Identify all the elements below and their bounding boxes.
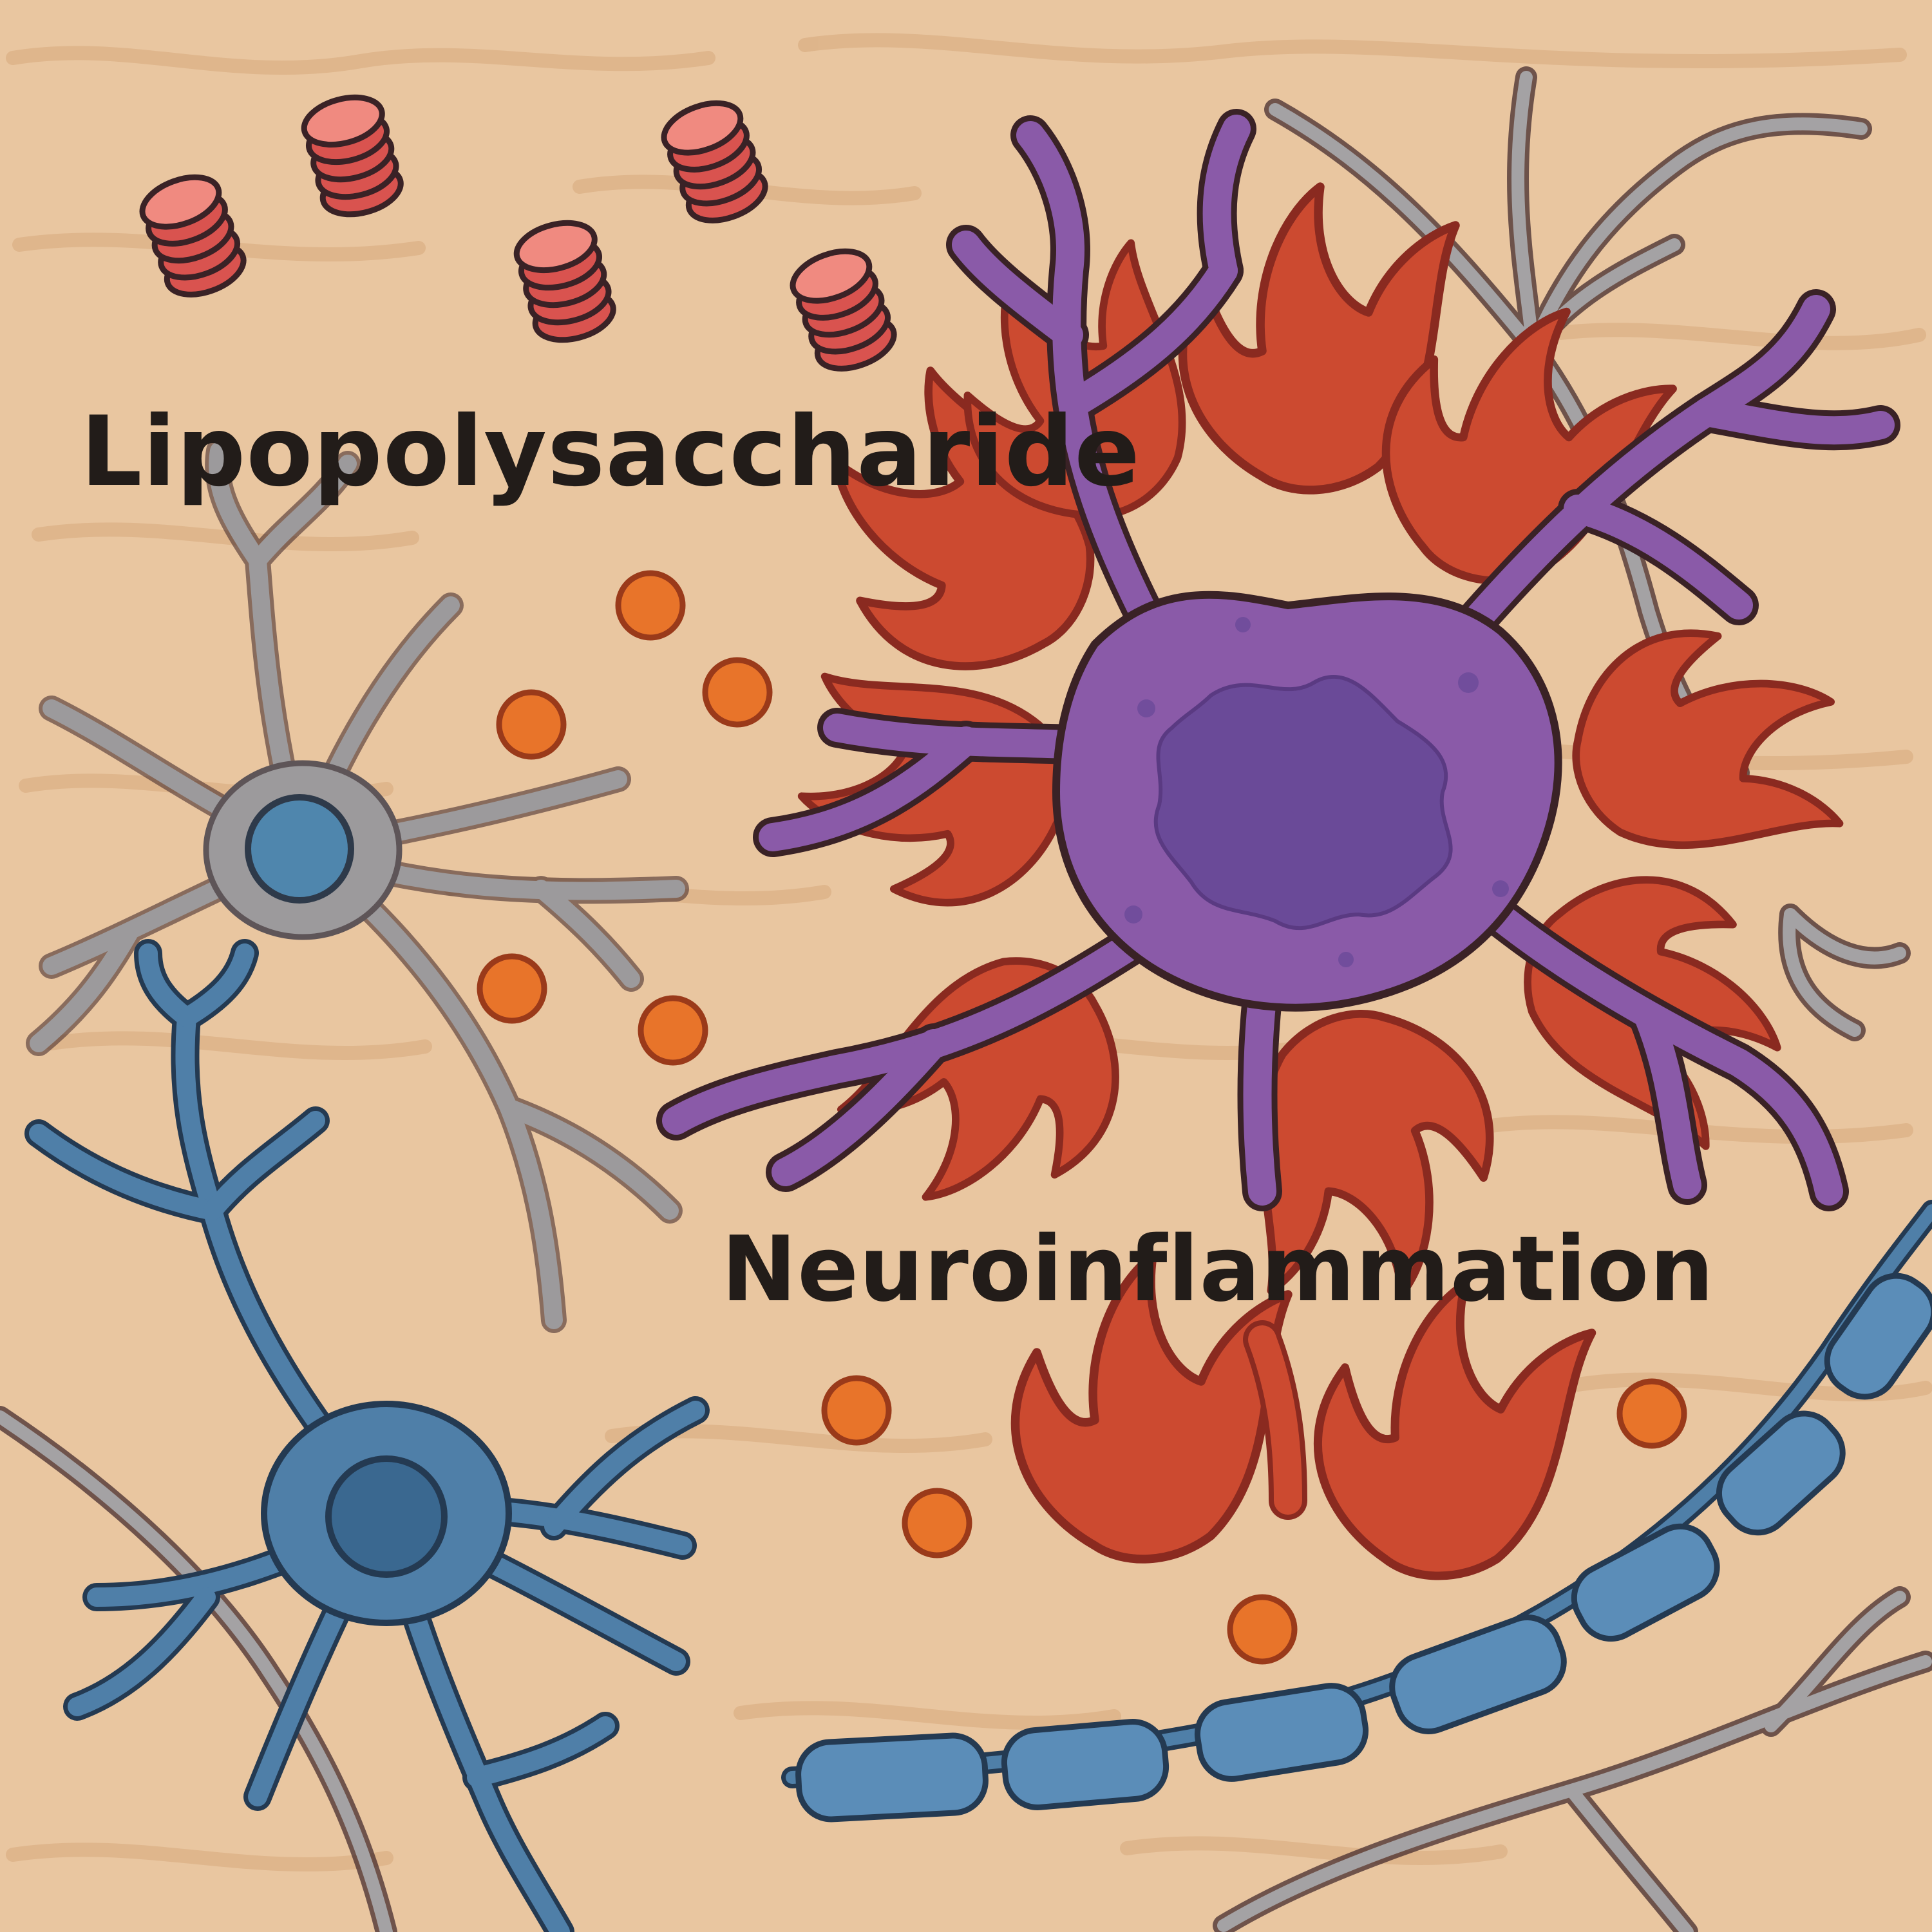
lps-molecule-icon [658, 94, 772, 231]
activated-microglia [656, 109, 1900, 1211]
lps-molecule-icon [511, 215, 618, 348]
lps-molecule-icon [136, 168, 251, 305]
blue-neuron [24, 939, 710, 1932]
myelinated-axon [781, 1200, 1932, 1823]
lps-molecules [136, 90, 901, 378]
grey-neuron-nucleus [245, 794, 354, 904]
lipopolysaccharide-label: Lipopolysaccharide [80, 396, 1141, 508]
lps-molecule-icon [299, 90, 406, 222]
blue-neuron-nucleus [325, 1455, 448, 1578]
lower-inflammation-flames [1015, 1256, 1595, 1587]
neuroinflammation-label: Neuroinflammation [721, 1217, 1715, 1322]
lps-molecule-icon [786, 242, 901, 379]
grey-neuron [26, 438, 689, 1333]
